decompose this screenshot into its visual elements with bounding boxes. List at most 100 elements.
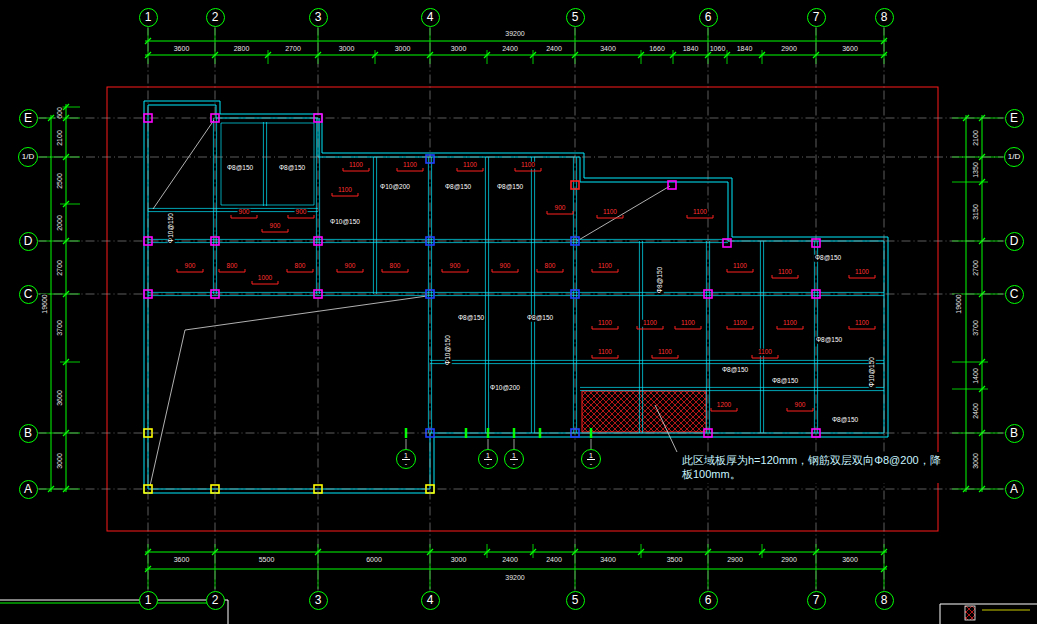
- rebar-bar: [343, 168, 369, 171]
- section-number: 1: [510, 452, 518, 460]
- dimension-text: 3600: [56, 389, 63, 407]
- beam-line: [148, 208, 318, 209]
- extension-line: [487, 50, 488, 64]
- rebar-spec: Φ8@150: [831, 417, 859, 424]
- axis-line: [148, 27, 149, 591]
- rebar-spec: Φ10@150: [168, 212, 175, 244]
- beam-line: [573, 157, 574, 433]
- dimension-line: [145, 552, 887, 553]
- axis-label: 4: [427, 11, 434, 23]
- rebar-bar: [231, 215, 257, 218]
- axis-label: E: [24, 112, 32, 124]
- beam-line: [580, 387, 884, 388]
- rebar-spec: Φ8@150: [278, 165, 306, 172]
- dimension-text: 2400: [545, 45, 563, 52]
- section-number: 1: [587, 452, 595, 460]
- beam-line: [213, 118, 214, 294]
- axis-line: [38, 489, 1005, 490]
- rebar-bar: [675, 326, 701, 329]
- beam-line: [431, 157, 432, 433]
- rebar-length: 900: [238, 209, 251, 216]
- beam-line: [639, 241, 640, 433]
- beam-line: [485, 157, 486, 433]
- axis-line: [215, 27, 216, 591]
- rebar-bar: [442, 269, 468, 272]
- dimension-text: 3700: [56, 319, 63, 337]
- beam-line: [488, 157, 489, 433]
- rebar-bar: [492, 269, 518, 272]
- dimension-text: 39200: [504, 574, 525, 581]
- extension-line: [60, 204, 80, 205]
- rebar-spec: Φ8@150: [657, 266, 664, 294]
- beam-line: [148, 295, 884, 296]
- beam-line: [706, 241, 707, 433]
- slab-note: 此区域板厚为h=120mm，钢筋双层双向Φ8@200，降板100mm。: [680, 452, 946, 483]
- rebar-length: 1100: [732, 263, 748, 270]
- section-number: 1: [484, 452, 492, 460]
- section-symbol: 1-: [478, 449, 498, 469]
- extension-line: [952, 182, 988, 183]
- rebar-length: 1100: [854, 269, 870, 276]
- section-leader: [488, 439, 489, 449]
- section-leader: [406, 439, 407, 449]
- axis-label: 8: [881, 11, 888, 23]
- rebar-spec: Φ8@150: [226, 165, 254, 172]
- dimension-text: 3600: [841, 45, 859, 52]
- rebar-length: 1100: [732, 320, 748, 327]
- room-outline: [221, 123, 314, 205]
- beam-line: [428, 157, 429, 433]
- rebar-length: 900: [449, 263, 462, 270]
- dimension-line: [145, 569, 887, 570]
- axis-bubble: 6: [699, 8, 718, 27]
- dimension-text: 6000: [365, 556, 383, 563]
- column-detail: [965, 606, 975, 620]
- axis-line: [430, 27, 431, 591]
- rebar-bar: [787, 408, 813, 411]
- rebar-bar: [177, 269, 203, 272]
- extension-line: [952, 362, 988, 363]
- extension-line: [762, 50, 763, 64]
- dimension-line: [145, 41, 887, 42]
- rebar-spec: Φ10@200: [489, 385, 521, 392]
- axis-label: A: [1010, 483, 1018, 495]
- dimension-text: 2000: [56, 214, 63, 232]
- rebar-bar: [547, 211, 573, 214]
- extension-line: [952, 389, 988, 390]
- axis-line: [38, 157, 1004, 158]
- dimension-line: [982, 115, 983, 492]
- axis-bubble: 6: [699, 591, 718, 610]
- dimension-text: 2900: [780, 45, 798, 52]
- axis-label: 1/D: [1008, 153, 1020, 161]
- dimension-text: 1840: [682, 45, 700, 52]
- dimension-line: [145, 55, 887, 56]
- rebar-length: 900: [269, 223, 282, 230]
- rebar-length: 900: [499, 263, 512, 270]
- rebar-length: 1100: [692, 209, 708, 216]
- axis-label: B: [24, 427, 32, 439]
- rebar-bar: [332, 193, 358, 196]
- sheet-border: [0, 603, 224, 604]
- dimension-text: 3000: [394, 45, 412, 52]
- opening-line: [577, 186, 670, 241]
- axis-bubble: 7: [807, 8, 826, 27]
- extension-line: [375, 50, 376, 64]
- rebar-spec: Φ10@150: [869, 356, 876, 388]
- rebar-bar: [288, 215, 314, 218]
- axis-bubble: A: [1005, 480, 1024, 499]
- axis-line: [884, 27, 885, 591]
- axis-label: 5: [572, 594, 579, 606]
- rebar-length: 800: [294, 263, 307, 270]
- axis-bubble: 4: [421, 8, 440, 27]
- rebar-bar: [752, 355, 778, 358]
- rebar-bar: [262, 229, 288, 232]
- axis-label: B: [1010, 427, 1018, 439]
- extension-line: [727, 50, 728, 64]
- detail-box: [940, 604, 1037, 624]
- rebar-length: 900: [295, 209, 308, 216]
- rebar-spec: Φ8@150: [526, 315, 554, 322]
- dimension-text: 3000: [450, 556, 468, 563]
- extension-line: [641, 544, 642, 558]
- rebar-bar: [597, 215, 623, 218]
- lowered-slab-hatch: [582, 391, 706, 432]
